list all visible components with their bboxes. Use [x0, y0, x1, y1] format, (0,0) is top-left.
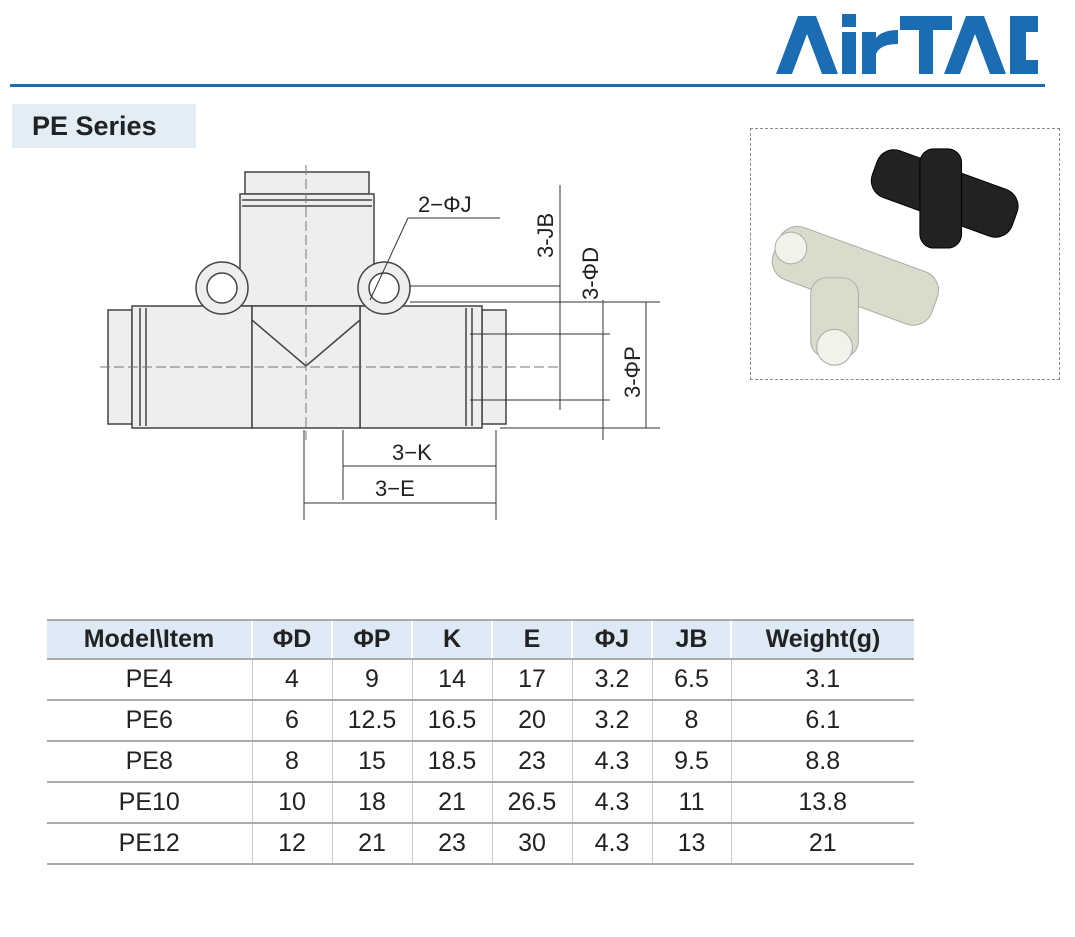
airtac-logo	[776, 14, 1038, 74]
table-cell: PE10	[47, 782, 252, 824]
label-d: 3-ΦD	[578, 247, 603, 300]
table-cell: 20	[491, 700, 572, 742]
table-cell: 8	[251, 741, 332, 783]
header-cell: ΦP	[331, 619, 412, 660]
table-cell: 8	[651, 700, 731, 742]
header-cell: JB	[651, 619, 731, 660]
table-cell: 6.1	[730, 700, 914, 742]
table-cell: 4.3	[571, 823, 652, 865]
table-cell: 8.8	[730, 741, 914, 783]
table-cell: 30	[491, 823, 572, 865]
label-p: 3-ΦP	[620, 346, 645, 398]
table-cell: 10	[251, 782, 332, 824]
table-cell: 21	[331, 823, 412, 865]
series-title: PE Series	[12, 104, 196, 148]
table-cell: 14	[411, 659, 492, 701]
table-cell: 4.3	[571, 782, 652, 824]
table-cell: 13.8	[730, 782, 914, 824]
label-jb: 3-JB	[533, 213, 558, 258]
table-cell: 16.5	[411, 700, 492, 742]
table-cell: 3.1	[730, 659, 914, 701]
table-cell: PE8	[47, 741, 252, 783]
header-cell: Model\Item	[47, 619, 252, 660]
product-photo	[750, 128, 1060, 380]
table-cell: 21	[730, 823, 914, 865]
table-cell: 3.2	[571, 659, 652, 701]
header-cell: ΦD	[251, 619, 332, 660]
table-cell: 17	[491, 659, 572, 701]
table-cell: 9.5	[651, 741, 731, 783]
table-cell: 21	[411, 782, 492, 824]
table-cell: 6	[251, 700, 332, 742]
table-cell: 26.5	[491, 782, 572, 824]
table-cell: PE6	[47, 700, 252, 742]
table-cell: 15	[331, 741, 412, 783]
header-cell: ΦJ	[571, 619, 652, 660]
header-cell: E	[491, 619, 572, 660]
table-cell: PE4	[47, 659, 252, 701]
table-cell: 11	[651, 782, 731, 824]
header-cell: Weight(g)	[730, 619, 914, 660]
table-cell: PE12	[47, 823, 252, 865]
label-e: 3−E	[375, 476, 415, 501]
header-rule	[10, 84, 1045, 87]
table-header-row: Model\Item ΦD ΦP K E ΦJ JB Weight(g)	[47, 619, 914, 660]
label-j: 2−ΦJ	[418, 192, 472, 217]
header-cell: K	[411, 619, 492, 660]
table-cell: 12.5	[331, 700, 412, 742]
technical-drawing: 2−ΦJ 3-JB 3-ΦD 3-ΦP 3−K 3−E	[100, 165, 660, 520]
table-cell: 18.5	[411, 741, 492, 783]
table-cell: 18	[331, 782, 412, 824]
label-k: 3−K	[392, 440, 432, 465]
table-cell: 12	[251, 823, 332, 865]
table-cell: 13	[651, 823, 731, 865]
table-cell: 4.3	[571, 741, 652, 783]
table-cell: 3.2	[571, 700, 652, 742]
spec-table: Model\Item ΦD ΦP K E ΦJ JB Weight(g) PE4…	[47, 619, 914, 865]
table-cell: 9	[331, 659, 412, 701]
table-cell: 6.5	[651, 659, 731, 701]
table-cell: 4	[251, 659, 332, 701]
table-cell: 23	[411, 823, 492, 865]
table-cell: 23	[491, 741, 572, 783]
